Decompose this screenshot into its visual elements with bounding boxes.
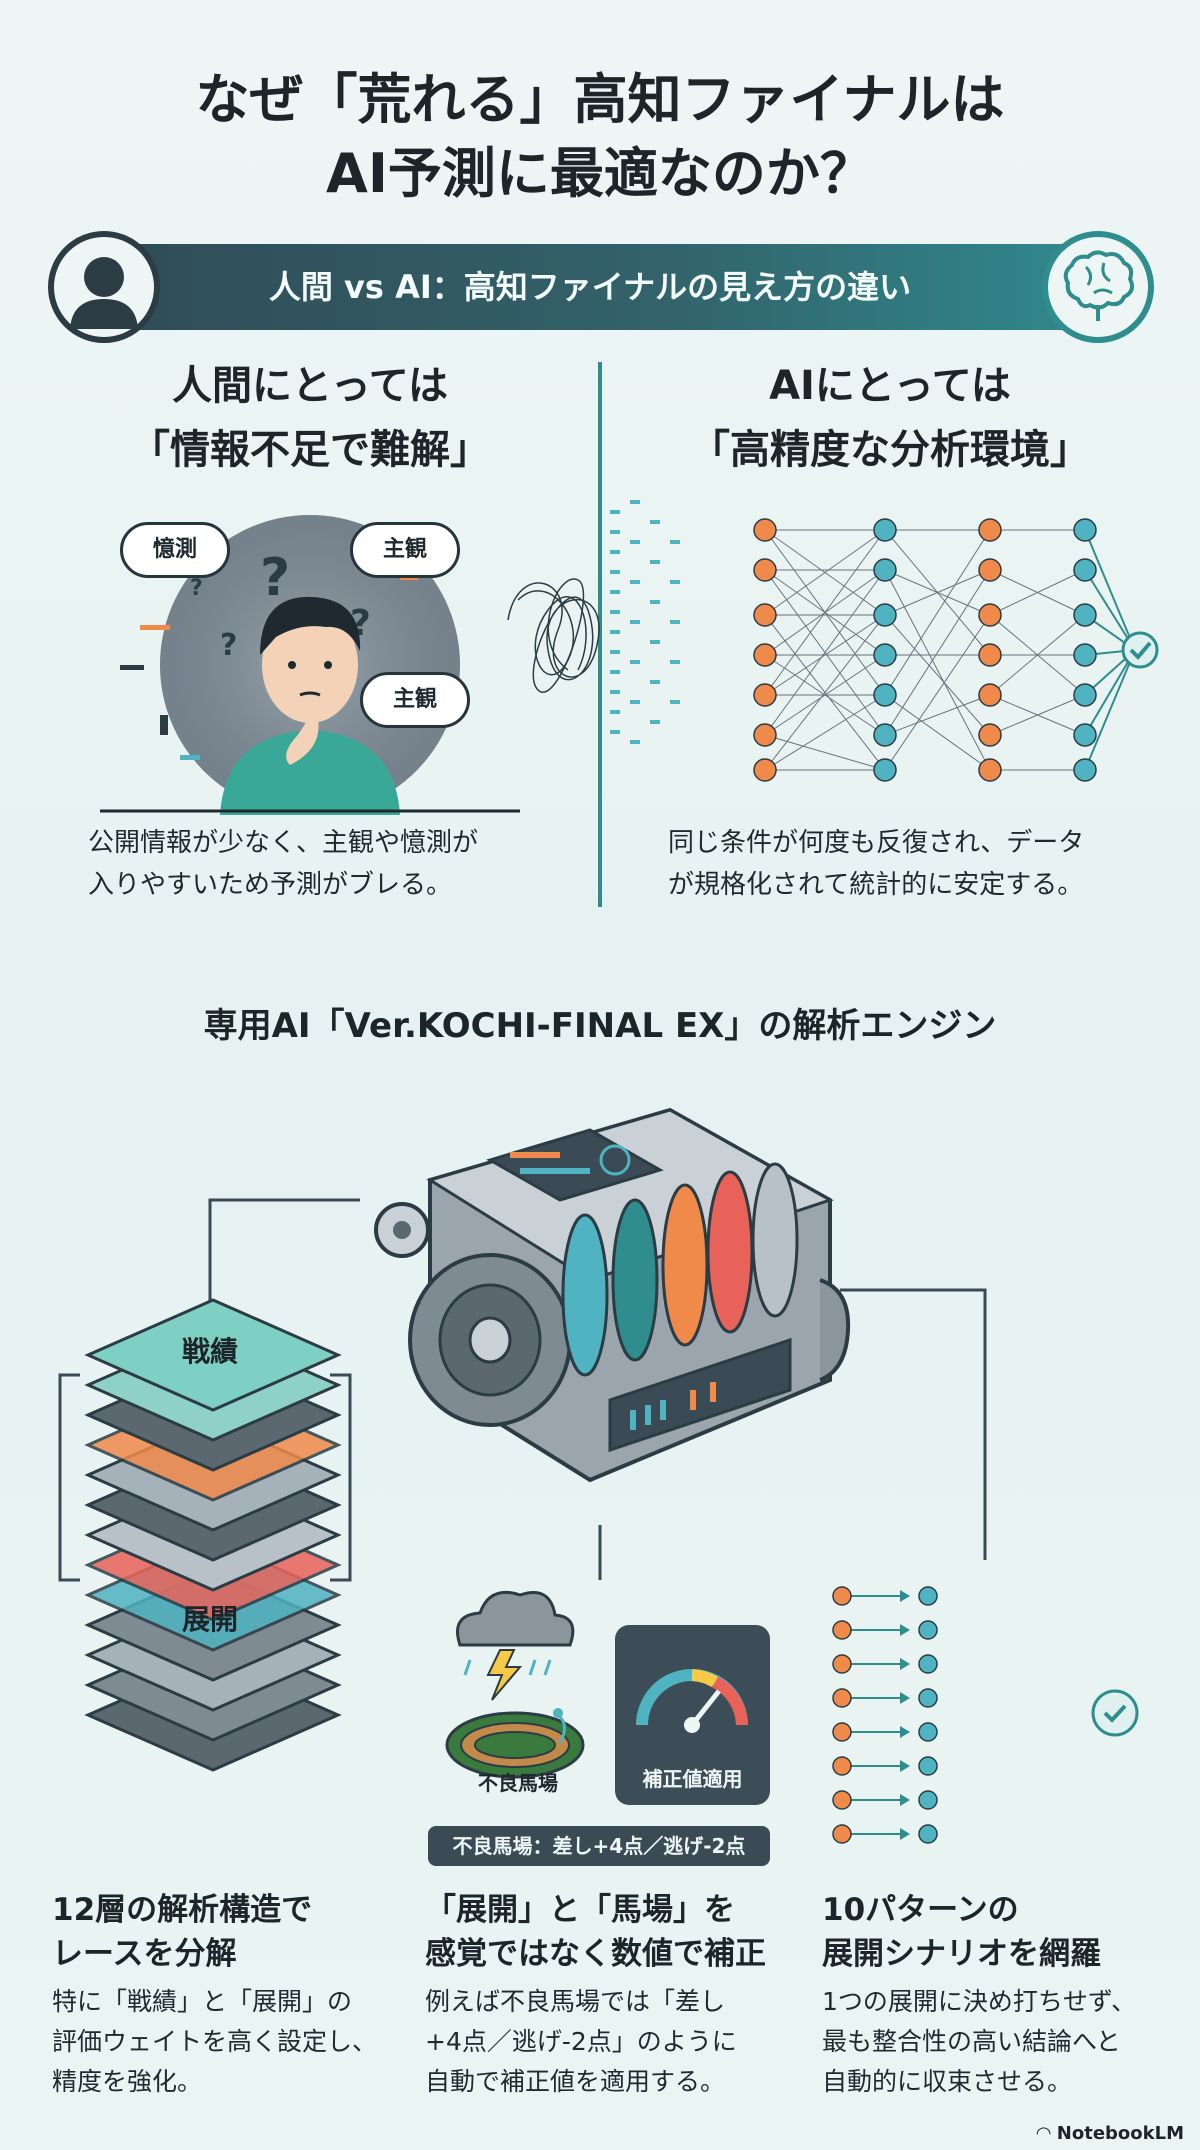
- comparison-banner: [58, 244, 1148, 330]
- gauge-label: 補正値適用: [642, 1767, 743, 1791]
- correction-gauge-panel: 補正値適用: [615, 1625, 770, 1805]
- twelve-layer-stack: [78, 1270, 348, 1810]
- feature-1-head-line2: レースを分解: [52, 1936, 237, 1972]
- feature-1-desc-line2: 評価ウェイトを高く設定し、: [52, 2027, 378, 2056]
- ai-heading-line1: AIにとっては: [769, 363, 1011, 409]
- svg-text:?: ?: [260, 548, 290, 608]
- neural-network-diagram: [740, 515, 1160, 785]
- layer-label-development: 展開: [181, 1603, 238, 1636]
- gauge-icon: [636, 1669, 748, 1733]
- notebooklm-watermark: ◠ NotebookLM: [1037, 2123, 1184, 2144]
- feature-3-desc-line2: 最も整合性の高い結論へと: [822, 2027, 1121, 2056]
- human-heading-line1: 人間にとっては: [172, 363, 448, 409]
- feature-2-desc-line1: 例えば不良馬場では「差し: [425, 1987, 726, 2016]
- track-condition-label: 不良馬場: [478, 1771, 558, 1795]
- banner-text: 人間 vs AI：高知ファイナルの見え方の違い: [268, 268, 912, 306]
- feature-3-head-line1: 10パターンの: [822, 1892, 1019, 1928]
- checkmark-icon: [1090, 1688, 1140, 1738]
- feature-3-head-line2: 展開シナリオを網羅: [822, 1936, 1101, 1972]
- feature-2-head-line2: 感覚ではなく数値で補正: [425, 1936, 766, 1972]
- confused-person-illustration: ? ? ? ?: [100, 515, 520, 815]
- column-divider: [598, 362, 602, 907]
- footer-brand: NotebookLM: [1056, 2123, 1184, 2144]
- correction-formula-tag: 不良馬場：差し+4点／逃げ-2点: [428, 1826, 770, 1866]
- feature-3-desc-line1: 1つの展開に決め打ちせず、: [822, 1987, 1137, 2016]
- connector-lines: [58, 1198, 987, 1582]
- human-heading-line2: 「情報不足で難解」: [130, 427, 490, 473]
- engine-section-title: 専用AI「Ver.KOCHI-FINAL EX」の解析エンジン: [203, 1006, 997, 1046]
- notebooklm-logo-icon: ◠: [1036, 2123, 1051, 2144]
- human-desc-line2: 入りやすいため予測がブレる。: [88, 870, 453, 900]
- svg-text:?: ?: [220, 628, 237, 663]
- page-title-line2: AI予測に最適なのか？: [326, 142, 874, 205]
- feature-1-head-line1: 12層の解析構造で: [52, 1892, 313, 1928]
- subjective-bubble-1: 主観: [350, 522, 460, 578]
- person-icon: [48, 231, 160, 343]
- subjective-bubble-2: 主観: [360, 672, 470, 728]
- feature-2-desc-line2: +4点／逃げ-2点」のように: [425, 2027, 737, 2056]
- feature-3-desc-line3: 自動的に収束させる。: [822, 2067, 1073, 2096]
- speculation-bubble: 憶測: [120, 522, 230, 578]
- brain-icon: [1042, 231, 1154, 343]
- ai-desc-line2: が規格化されて統計的に安定する。: [668, 870, 1084, 900]
- feature-2-head-line1: 「展開」と「馬場」を: [425, 1892, 735, 1928]
- ai-desc-line1: 同じ条件が何度も反復され、データ: [668, 828, 1085, 858]
- feature-2-desc-line3: 自動で補正値を適用する。: [425, 2067, 726, 2096]
- human-desc-line1: 公開情報が少なく、主観や憶測が: [88, 828, 479, 858]
- analysis-engine-illustration: [370, 1080, 860, 1520]
- layer-label-record: 戦績: [181, 1335, 238, 1368]
- ai-heading-line2: 「高精度な分析環境」: [690, 427, 1090, 473]
- noise-to-signal-graphic: [498, 470, 698, 780]
- feature-1-desc-line1: 特に「戦績」と「展開」の: [52, 1987, 353, 2016]
- page-title-line1: なぜ「荒れる」高知ファイナルは: [195, 68, 1005, 131]
- feature-1-desc-line3: 精度を強化。: [52, 2067, 203, 2096]
- storm-track-illustration: [440, 1575, 590, 1795]
- svg-text:?: ?: [190, 576, 203, 601]
- scenario-list-graphic: [830, 1580, 970, 1860]
